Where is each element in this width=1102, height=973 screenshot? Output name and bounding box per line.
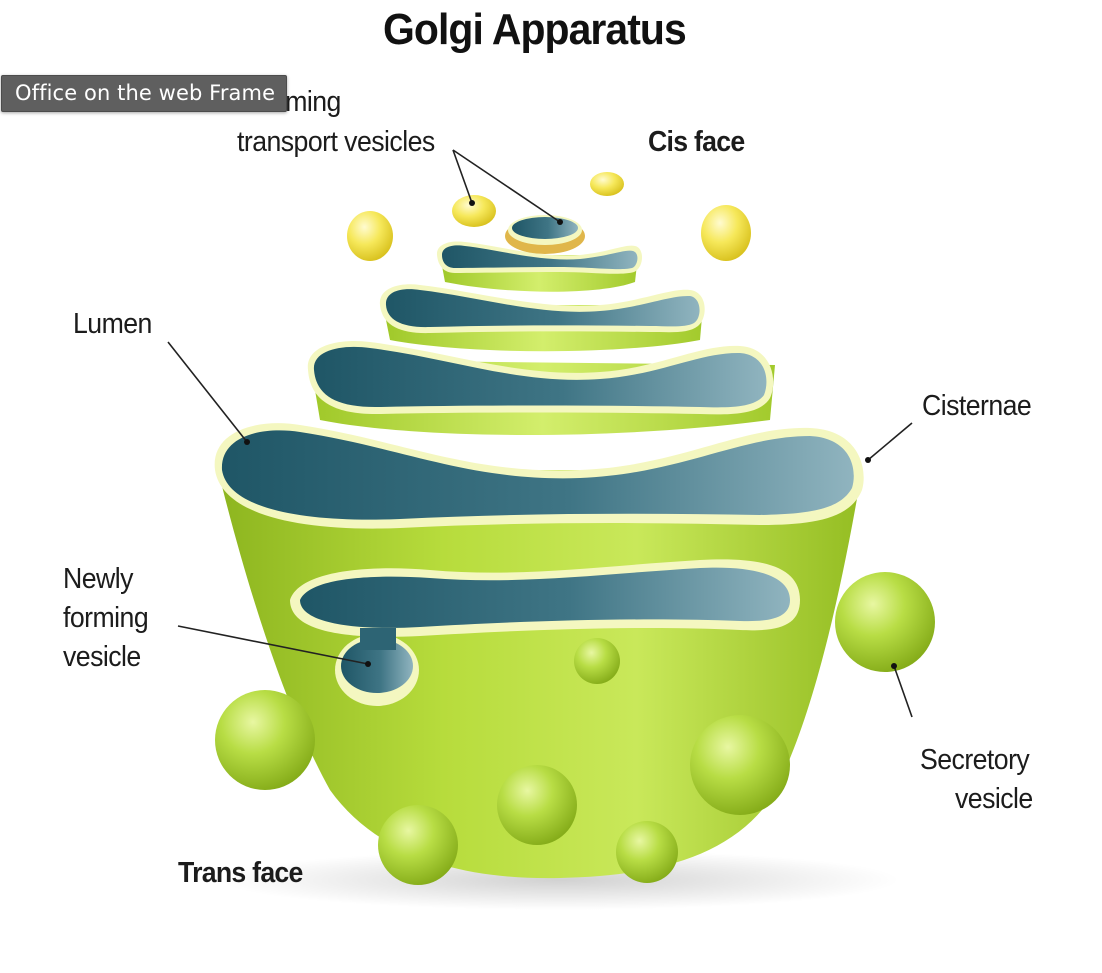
leader-dot xyxy=(244,439,250,445)
label-cisternae: Cisternae xyxy=(922,387,1031,425)
leader-dot xyxy=(865,457,871,463)
secretory-vesicle xyxy=(574,638,620,684)
label-secretory-line1: Secretory xyxy=(920,741,1029,779)
secretory-vesicle xyxy=(616,821,678,883)
label-secretory-line2: vesicle xyxy=(955,780,1033,818)
label-newly-line3: vesicle xyxy=(63,638,141,676)
cis-vesicle xyxy=(512,217,578,239)
label-lumen: Lumen xyxy=(73,305,152,343)
leader-line-secretory xyxy=(894,666,912,717)
leader-dot xyxy=(891,663,897,669)
diagram-title: Golgi Apparatus xyxy=(383,2,686,58)
label-incoming-line2: transport vesicles xyxy=(237,123,435,161)
secretory-vesicle xyxy=(378,805,458,885)
secretory-vesicle xyxy=(690,715,790,815)
leader-line-cisternae xyxy=(868,423,912,460)
label-newly-line1: Newly xyxy=(63,560,133,598)
secretory-vesicle xyxy=(497,765,577,845)
label-trans-face: Trans face xyxy=(178,854,303,892)
label-newly-line2: forming xyxy=(63,599,148,637)
transport-vesicle xyxy=(590,172,624,196)
transport-vesicle xyxy=(347,211,393,261)
leader-dot xyxy=(557,219,563,225)
transport-vesicle xyxy=(701,205,751,261)
label-cis-face: Cis face xyxy=(648,123,744,161)
leader-dot xyxy=(365,661,371,667)
secretory-vesicle xyxy=(835,572,935,672)
leader-dot xyxy=(469,200,475,206)
office-web-frame-tooltip: Office on the web Frame xyxy=(1,75,287,112)
transport-vesicle xyxy=(452,195,496,227)
secretory-vesicle xyxy=(215,690,315,790)
leader-line-lumen xyxy=(168,342,247,442)
leader-line-incoming-1 xyxy=(453,150,472,203)
vesicle-neck xyxy=(360,628,396,650)
